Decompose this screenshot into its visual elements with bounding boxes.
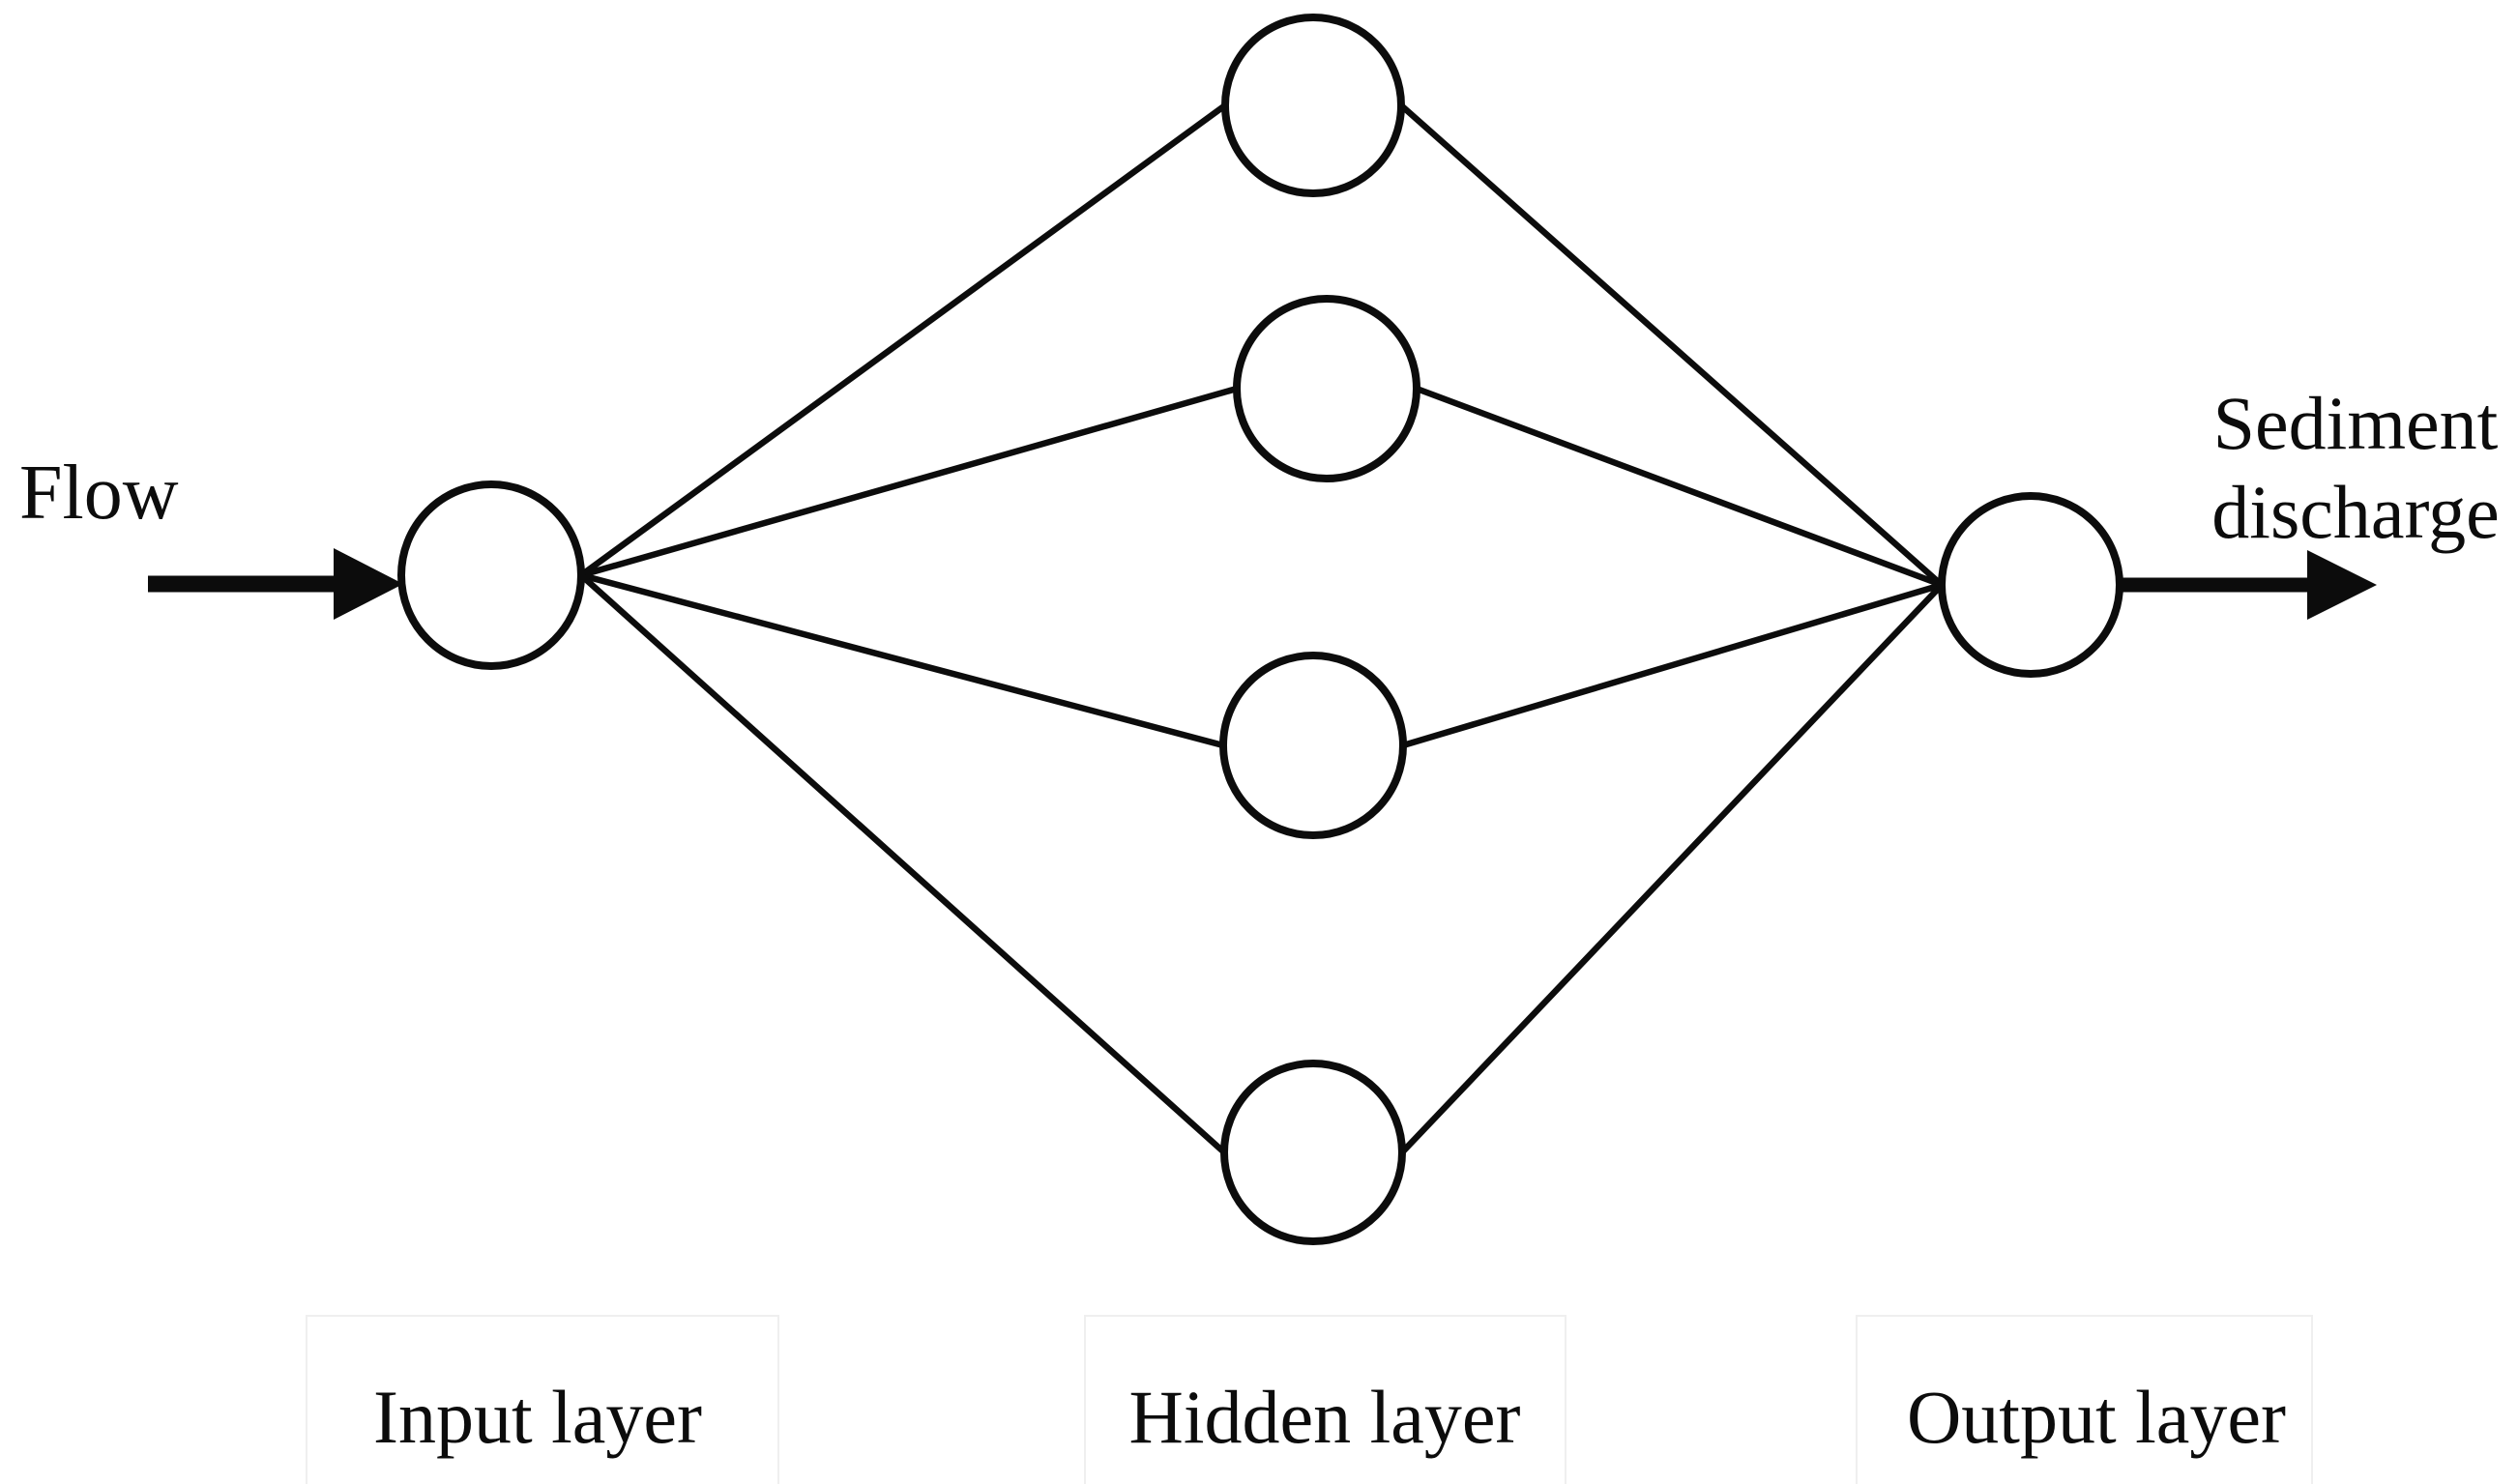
edges-input-to-hidden <box>578 102 1238 1155</box>
nodes <box>397 14 2123 1245</box>
output-layer-caption: Output layer <box>1906 1375 2287 1459</box>
edge-input-hidden-3 <box>580 571 1224 749</box>
edge-input-hidden-2 <box>580 385 1238 579</box>
output-discharge-arrow <box>2120 550 2377 620</box>
hidden-node-4 <box>1220 1060 1406 1245</box>
hidden-node-1 <box>1221 14 1405 197</box>
edge-input-hidden-1 <box>579 102 1227 578</box>
input-layer-caption-cell <box>306 1315 779 1484</box>
input-node <box>397 480 585 670</box>
output-node <box>1938 492 2123 678</box>
output-layer-caption-cell <box>1856 1315 2313 1484</box>
hidden-node-2 <box>1233 295 1420 482</box>
hidden-layer-caption-cell <box>1084 1315 1566 1484</box>
output-arrowhead-icon <box>2307 550 2377 620</box>
edge-hidden-3-output <box>1402 581 1943 749</box>
sediment-discharge-label: Sediment discharge <box>2211 381 2500 554</box>
input-arrowhead-icon <box>334 548 403 620</box>
edge-hidden-1-output <box>1398 102 1945 588</box>
input-flow-arrow <box>148 548 403 620</box>
edge-input-hidden-4 <box>578 572 1227 1155</box>
hidden-node-3 <box>1219 652 1407 839</box>
flow-label: Flow <box>19 451 179 536</box>
edge-hidden-2-output <box>1415 385 1944 589</box>
hidden-layer-caption: Hidden layer <box>1128 1375 1521 1459</box>
edge-hidden-4-output <box>1399 582 1945 1155</box>
edges-hidden-to-output <box>1398 102 1945 1155</box>
input-layer-caption: Input layer <box>372 1375 703 1459</box>
